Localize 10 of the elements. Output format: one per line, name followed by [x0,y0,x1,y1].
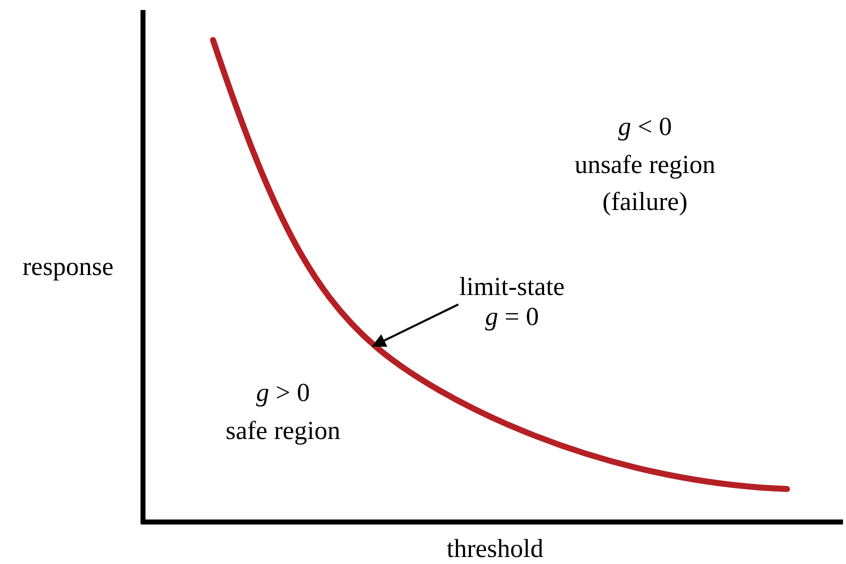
axis-label: response [22,252,114,282]
region-condition: g < 0 [618,112,672,142]
leader-line [372,304,459,347]
axis-label: threshold [446,534,544,564]
region-label: unsafe region [574,150,716,180]
callout-text: limit-state g = 0 [452,272,572,332]
limit-state-curve [210,37,790,492]
region-condition: g > 0 [256,378,310,408]
region-label: (failure) [602,187,688,217]
region-label: safe region [226,416,340,446]
